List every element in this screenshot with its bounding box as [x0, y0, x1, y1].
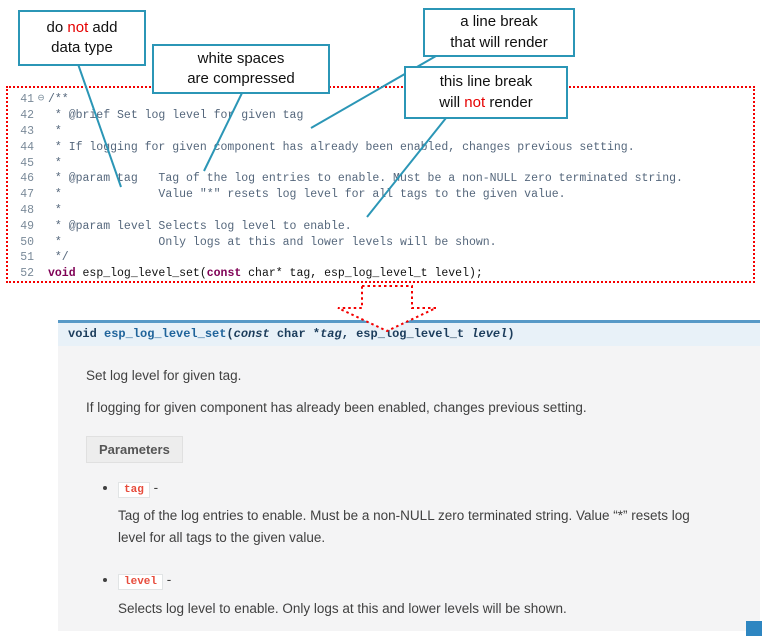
code-editor: 41 ⊖ /** 42 * @brief Set log level for g…	[6, 86, 755, 283]
code-text: * @brief Set log level for given tag	[48, 109, 304, 123]
param-head: level -	[118, 572, 724, 591]
code-text: /**	[48, 93, 69, 107]
code-line: 49 * @param level Selects log level to e…	[12, 218, 751, 234]
sig-return-type: void	[68, 327, 105, 341]
sig-paren: )	[507, 327, 515, 341]
code-text: * Value "*" resets log level for all tag…	[48, 188, 566, 202]
code-segment: char* tag, esp_log_level_t level);	[241, 267, 483, 281]
callout-no-datatype: do not add data type	[18, 10, 146, 66]
code-line: 51 */	[12, 250, 751, 266]
code-text: */	[48, 251, 69, 265]
code-line: 50 * Only logs at this and lower levels …	[12, 234, 751, 250]
line-number: 44	[20, 140, 34, 154]
doc-body: Set log level for given tag. If logging …	[58, 346, 760, 619]
code-text: void esp_log_level_set(const char* tag, …	[48, 267, 483, 280]
code-text: *	[48, 203, 62, 217]
sig-function-name: esp_log_level_set	[104, 327, 227, 341]
line-number: 43	[20, 124, 34, 138]
line-number: 41	[20, 93, 34, 107]
callout-linebreak-not-render: this line break will not render	[404, 66, 568, 119]
parameter-list: tag - Tag of the log entries to enable. …	[86, 480, 724, 619]
sig-separator: ,	[341, 327, 357, 341]
code-line: 46 * @param tag Tag of the log entries t…	[12, 171, 751, 187]
code-text: * Only logs at this and lower levels wil…	[48, 235, 497, 249]
code-line: 48 *	[12, 203, 751, 219]
callout-line: that will render	[450, 33, 548, 51]
line-number: 45	[20, 156, 34, 170]
callout-line: this line break	[439, 73, 533, 91]
callout-line: are compressed	[187, 70, 295, 87]
doc-brief: Set log level for given tag.	[86, 368, 242, 383]
keyword-void: void	[48, 267, 76, 281]
fold-collapse-icon[interactable]: ⊖	[37, 93, 45, 106]
line-number: 49	[20, 219, 34, 233]
code-line: 45 *	[12, 155, 751, 171]
code-text: *	[48, 124, 62, 138]
scroll-corner-button[interactable]	[746, 621, 762, 636]
callout-line: white spaces	[197, 49, 285, 67]
code-text: *	[48, 156, 62, 170]
rendered-doc-panel: void esp_log_level_set(const char *tag, …	[58, 320, 760, 631]
sig-type: char *	[269, 327, 321, 341]
param-description: Selects log level to enable. Only logs a…	[118, 600, 567, 616]
param-item-level: level - Selects log level to enable. Onl…	[118, 572, 724, 619]
code-line: 42 * @brief Set log level for given tag	[12, 108, 751, 124]
line-number: 48	[20, 203, 34, 217]
callout-line: will not render	[439, 93, 533, 111]
line-number: 47	[20, 188, 34, 202]
param-dash: -	[153, 480, 159, 495]
code-line-declaration: 52 void esp_log_level_set(const char* ta…	[12, 266, 751, 282]
code-text: * @param tag Tag of the log entries to e…	[48, 172, 683, 186]
keyword-const: const	[206, 267, 242, 281]
sig-param-tag: tag	[320, 327, 342, 341]
callout-line: data type	[51, 39, 113, 56]
callout-line: a line break	[460, 13, 538, 31]
param-name-literal: tag	[118, 482, 150, 498]
line-number: 52	[20, 267, 34, 281]
callout-whitespace: white spaces are compressed	[152, 44, 330, 94]
sig-param-level: level	[471, 327, 508, 341]
sig-paren: (	[226, 327, 234, 341]
code-segment: esp_log_level_set(	[75, 267, 207, 281]
code-text: * @param level Selects log level to enab…	[48, 219, 352, 233]
code-line: 41 ⊖ /**	[12, 92, 751, 108]
callout-line: do not add	[46, 18, 118, 36]
function-signature: void esp_log_level_set(const char *tag, …	[58, 320, 760, 346]
param-head: tag -	[118, 480, 724, 498]
code-text: * If logging for given component has alr…	[48, 140, 635, 154]
line-number: 42	[20, 109, 34, 123]
callout-linebreak-renders: a line break that will render	[423, 8, 575, 57]
line-number: 50	[20, 235, 34, 249]
sig-type: esp_log_level_t	[356, 327, 472, 341]
param-name-literal: level	[118, 574, 164, 591]
sig-const-keyword: const	[233, 327, 270, 341]
doc-details: If logging for given component has alrea…	[86, 400, 587, 415]
param-dash: -	[166, 572, 172, 588]
code-line: 43 *	[12, 124, 751, 140]
code-line: 44 * If logging for given component has …	[12, 139, 751, 155]
param-item-tag: tag - Tag of the log entries to enable. …	[118, 480, 724, 548]
code-line: 47 * Value "*" resets log level for all …	[12, 187, 751, 203]
parameters-label: Parameters	[86, 436, 183, 463]
line-number: 46	[20, 172, 34, 186]
param-description: Tag of the log entries to enable. Must b…	[118, 508, 690, 545]
line-number: 51	[20, 251, 34, 265]
